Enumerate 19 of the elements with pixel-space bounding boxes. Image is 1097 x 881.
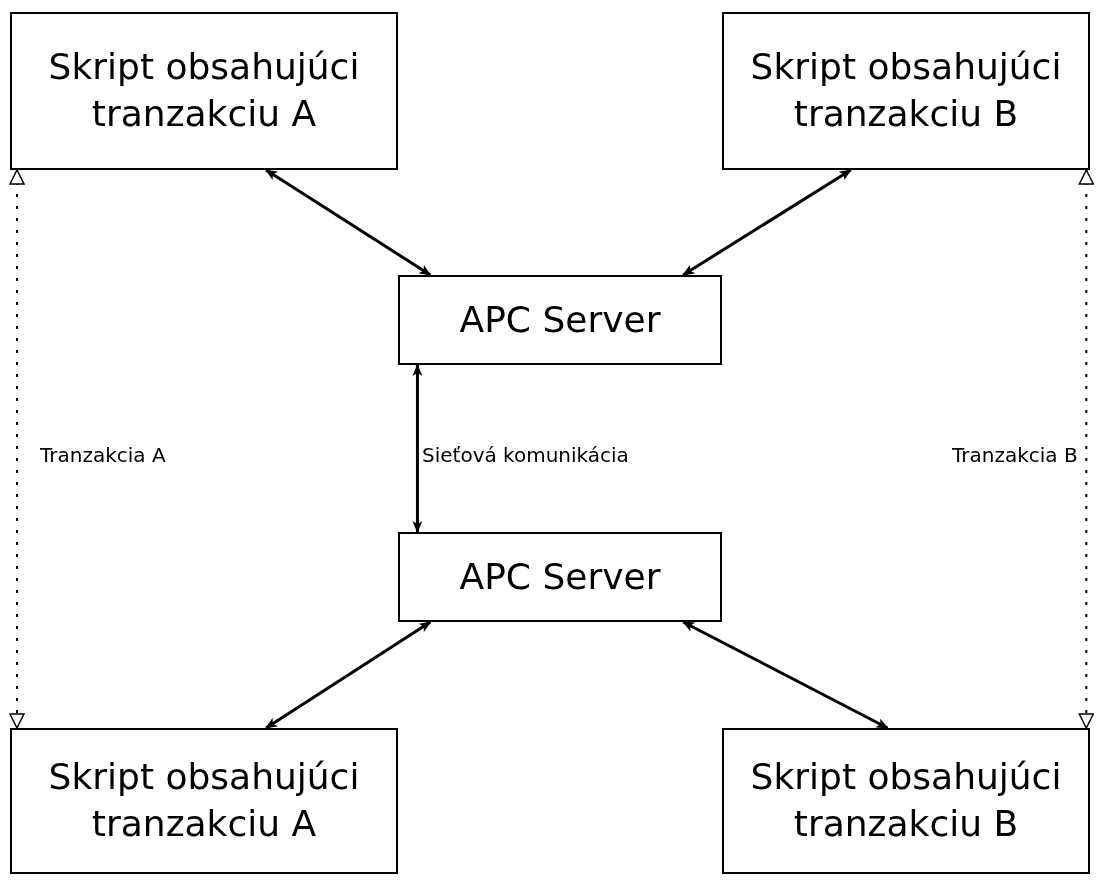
dotted-arrow xyxy=(9,169,25,729)
node-text: APC Server xyxy=(459,297,661,342)
server-box xyxy=(398,275,722,365)
server-box xyxy=(398,532,722,622)
script-box xyxy=(722,728,1090,874)
script-box xyxy=(10,12,398,170)
script-box xyxy=(722,12,1090,170)
double-arrow xyxy=(265,620,432,730)
node-text: Skript obsahujúci tranzakciu B xyxy=(749,45,1063,136)
node-text: Skript obsahujúci tranzakciu A xyxy=(47,45,361,136)
node-text: Skript obsahujúci tranzakciu A xyxy=(47,755,361,846)
double-arrow xyxy=(265,168,432,277)
script-box xyxy=(10,728,398,874)
double-arrow xyxy=(682,620,889,730)
node-text: APC Server xyxy=(459,554,661,599)
double-arrow xyxy=(412,364,423,533)
dotted-arrow xyxy=(1078,169,1095,729)
node-text: Skript obsahujúci tranzakciu B xyxy=(749,755,1063,846)
double-arrow xyxy=(682,168,852,277)
